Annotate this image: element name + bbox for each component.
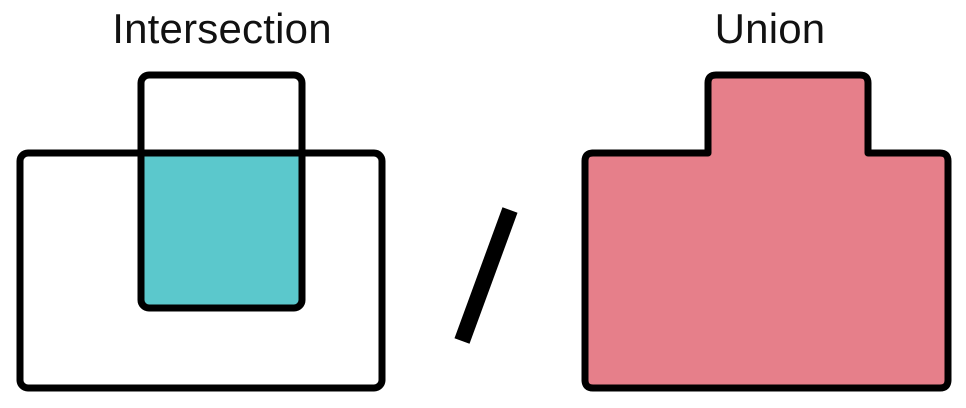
intersection-label: Intersection: [112, 5, 332, 52]
union-region: [581, 71, 952, 392]
intersection-diagram: [16, 71, 386, 392]
union-label: Union: [714, 5, 826, 52]
division-slash: [454, 207, 518, 344]
intersection-region: [141, 153, 302, 308]
tall-rectangle: [137, 71, 306, 312]
